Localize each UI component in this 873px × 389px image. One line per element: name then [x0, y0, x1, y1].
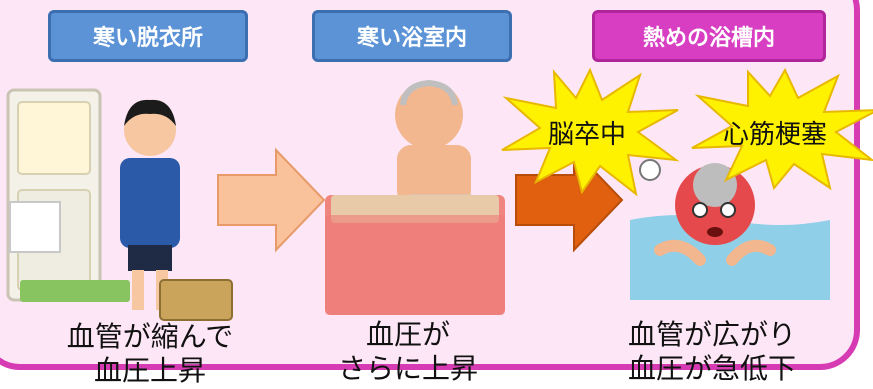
- bathroom-illustration: [325, 79, 505, 315]
- burst-label-stroke: 脳卒中: [548, 120, 627, 150]
- changing-room-illustration: [6, 88, 233, 321]
- caption-line: さらに上昇: [337, 352, 478, 385]
- burst-heart-attack-icon: [691, 67, 873, 191]
- stage-label-text: 寒い脱衣所: [92, 26, 203, 51]
- stage-label-changing-room: 寒い脱衣所: [48, 10, 248, 62]
- caption-line: 血圧が急低下: [627, 352, 796, 385]
- stage-label-bathtub: 熱めの浴槽内: [592, 10, 826, 62]
- stage-label-text: 寒い浴室内: [356, 26, 467, 51]
- caption-line: 血管が縮んで: [66, 320, 234, 353]
- burst-label-heart-attack: 心筋梗塞: [723, 120, 828, 150]
- arrow-right-icon: [217, 147, 326, 253]
- caption-stage-1: 血管が縮んで 血圧上昇: [40, 320, 260, 388]
- burst-stroke-icon: [501, 67, 680, 197]
- stage-label-bathroom: 寒い浴室内: [312, 10, 512, 62]
- caption-line: 血圧上昇: [93, 354, 206, 387]
- bathtub-illustration: [630, 155, 830, 300]
- caption-stage-3: 血管が広がり 血圧が急低下: [597, 318, 827, 386]
- caption-line: 血圧が: [365, 318, 450, 351]
- caption-line: 血管が広がり: [627, 318, 796, 351]
- stage-label-text: 熱めの浴槽内: [642, 26, 775, 51]
- caption-stage-2: 血圧が さらに上昇: [308, 318, 508, 386]
